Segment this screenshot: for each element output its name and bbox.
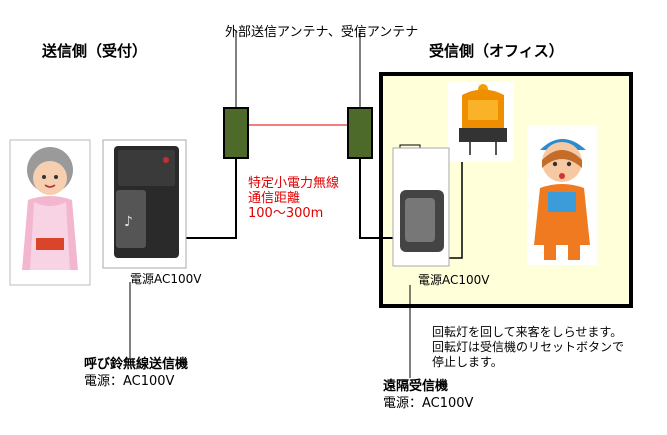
elderly-woman-illustration bbox=[9, 139, 91, 286]
receiver-note-line1: 回転灯を回して来客をしらせます。 bbox=[432, 325, 623, 339]
transmitter-name: 呼び鈴無線送信機 bbox=[84, 357, 189, 372]
receiver-power: 電源：AC100V bbox=[383, 396, 474, 411]
transmitter-label: 呼び鈴無線送信機 電源：AC100V bbox=[84, 356, 188, 390]
receiver-note: 回転灯を回して来客をしらせます。 回転灯は受信機のリセットボタンで 停止します。 bbox=[432, 325, 624, 370]
receiver-label: 遠隔受信機 電源：AC100V bbox=[383, 378, 473, 412]
sender-title: 送信側（受付） bbox=[42, 42, 148, 60]
receiver-note-line2: 回転灯は受信機のリセットボタンで bbox=[432, 340, 625, 354]
left-antenna bbox=[223, 107, 249, 159]
svg-text:♪: ♪ bbox=[124, 214, 133, 230]
receiver-name: 遠隔受信機 bbox=[383, 379, 449, 394]
right-antenna bbox=[347, 107, 373, 159]
sender-power-label: 電源AC100V bbox=[130, 272, 202, 286]
transmitter-cable bbox=[186, 150, 237, 239]
radio-link-label: 特定小電力無線 通信距離 100～300m bbox=[248, 176, 339, 221]
transmitter-device: ♪ bbox=[102, 139, 187, 269]
radio-range-label: 通信距離 bbox=[248, 191, 301, 206]
office-worker-illustration bbox=[527, 125, 597, 265]
receiver-cable bbox=[359, 150, 398, 239]
receiver-device bbox=[392, 147, 450, 267]
transmitter-power: 電源：AC100V bbox=[84, 374, 175, 389]
antenna-title: 外部送信アンテナ、受信アンテナ bbox=[225, 25, 419, 40]
rotating-lamp bbox=[448, 82, 514, 162]
lamp-wire bbox=[448, 149, 486, 259]
radio-type: 特定小電力無線 bbox=[248, 176, 340, 191]
receiver-note-line3: 停止します。 bbox=[432, 355, 503, 369]
receiver-power-label: 電源AC100V bbox=[418, 273, 490, 287]
radio-range-value: 100～300m bbox=[248, 206, 324, 221]
receiver-title: 受信側（オフィス） bbox=[429, 42, 564, 60]
